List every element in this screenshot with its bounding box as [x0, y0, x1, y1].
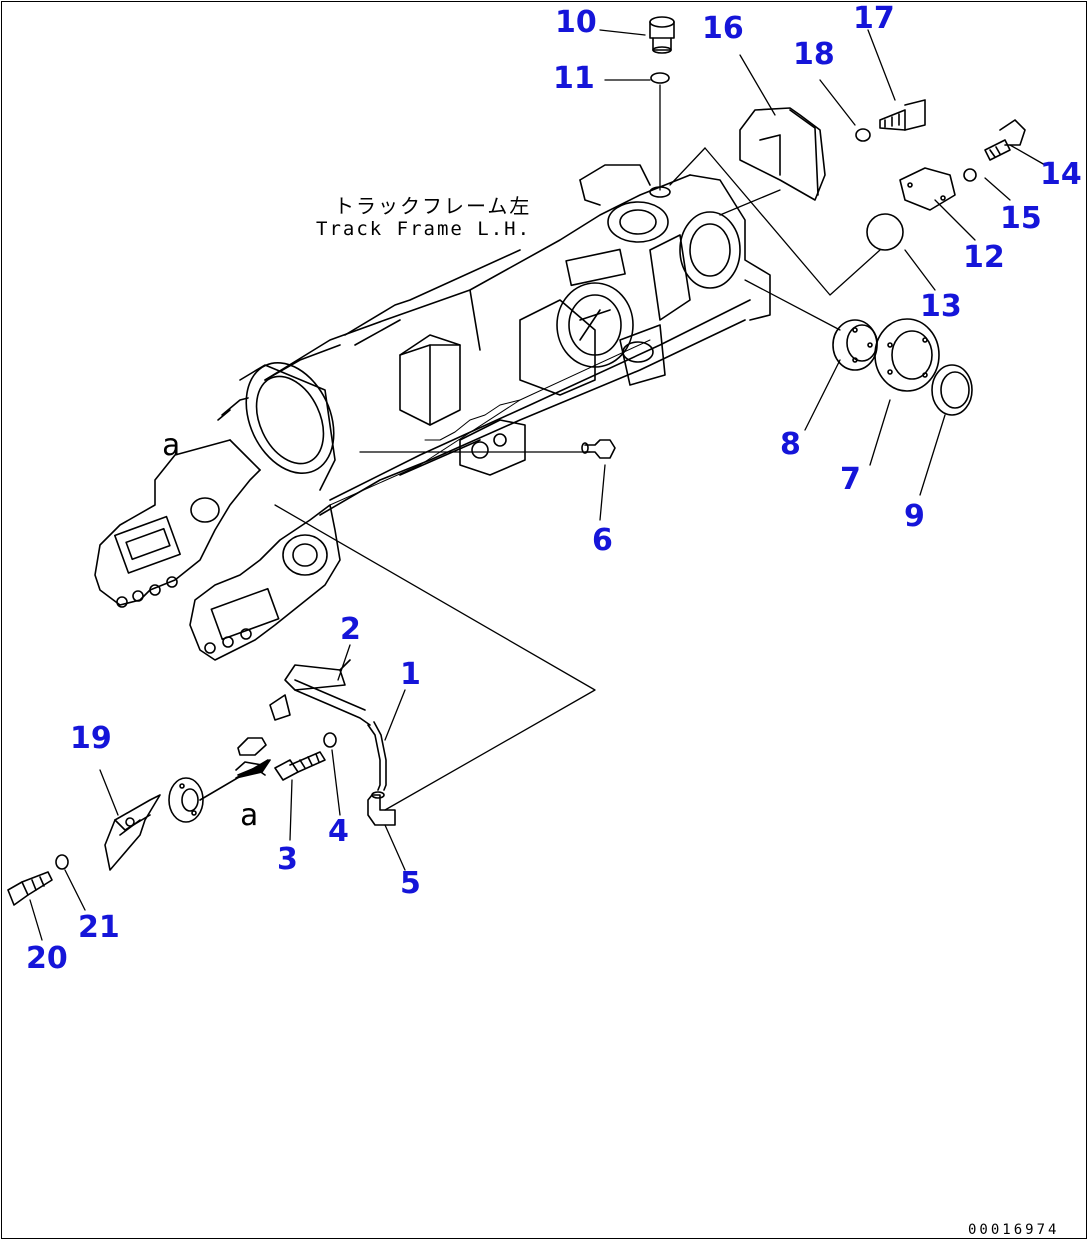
part-washer — [324, 733, 336, 747]
callout-20: 20 — [26, 941, 68, 976]
part-hose — [368, 722, 386, 790]
callout-21: 21 — [78, 910, 120, 945]
callout-6: 6 — [592, 523, 613, 558]
part-bracket — [270, 660, 370, 725]
part-plug — [650, 17, 674, 53]
part-bolt — [8, 872, 52, 905]
part-elbow — [368, 792, 395, 825]
part-seal-plate — [875, 319, 939, 391]
callout-7: 7 — [840, 462, 861, 497]
callout-13: 13 — [920, 289, 962, 324]
part-flange — [833, 320, 877, 370]
part-guard-plate — [105, 795, 160, 870]
part-washer — [964, 169, 976, 181]
callout-12: 12 — [963, 240, 1005, 275]
callout-15: 15 — [1000, 201, 1042, 236]
part-bolt — [275, 752, 325, 780]
callout-8: 8 — [780, 427, 801, 462]
part-washer — [856, 129, 870, 141]
frame-label-japanese: トラックフレーム左 — [334, 194, 532, 218]
leader-lines — [30, 30, 1045, 940]
callout-5: 5 — [400, 866, 421, 901]
callout-3: 3 — [277, 842, 298, 877]
callout-19: 19 — [70, 721, 112, 756]
part-cover-plate — [740, 108, 825, 200]
part-seal — [932, 365, 972, 415]
track-frame — [95, 165, 770, 660]
part-bolt — [985, 120, 1025, 160]
callout-17: 17 — [853, 1, 895, 36]
callout-9: 9 — [904, 499, 925, 534]
part-bolt — [880, 100, 925, 130]
view-mark-upper: a — [162, 428, 181, 463]
part-washer — [56, 855, 68, 869]
callout-11: 11 — [553, 61, 595, 96]
part-fitting — [582, 440, 615, 458]
part-o-ring — [867, 214, 903, 250]
part-plate — [900, 168, 955, 210]
part-flange — [169, 778, 203, 822]
callout-1: 1 — [400, 657, 421, 692]
callout-10: 10 — [555, 5, 597, 40]
part-washer — [651, 73, 669, 83]
callout-2: 2 — [340, 612, 361, 647]
callout-4: 4 — [328, 814, 349, 849]
callout-18: 18 — [793, 37, 835, 72]
drawing-number: 00016974 — [968, 1222, 1060, 1238]
frame-label-english: Track Frame L.H. — [316, 218, 532, 240]
callout-16: 16 — [702, 11, 744, 46]
callout-14: 14 — [1040, 157, 1082, 192]
view-mark-lower: a — [240, 798, 259, 833]
